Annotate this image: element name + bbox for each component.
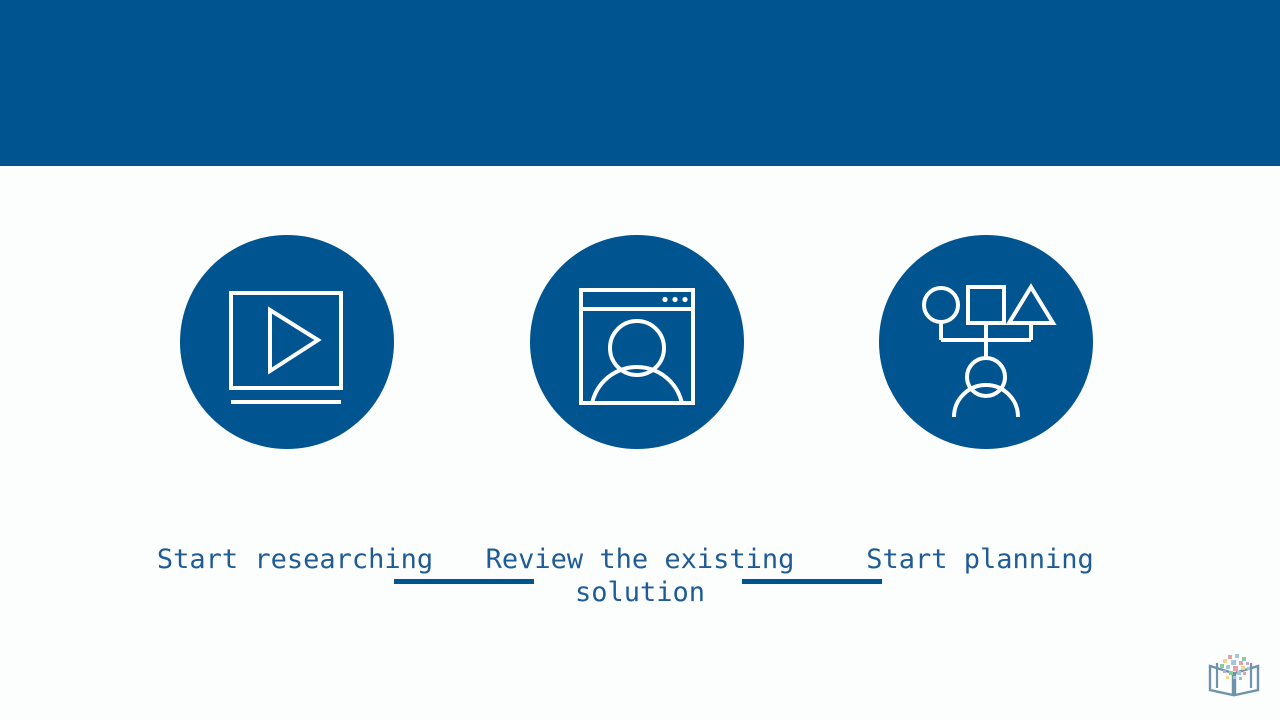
step-3-caption: Start planning: [866, 544, 1094, 575]
window-dots: [662, 296, 688, 303]
caption-row: Start researching Review the existing so…: [0, 543, 1280, 653]
step-2-circle: [530, 235, 744, 449]
org-chart-planning-icon: [922, 283, 1057, 418]
user-avatar-glyph: [590, 319, 684, 403]
step-1-circle: [180, 235, 394, 449]
process-step-3[interactable]: [879, 235, 1093, 449]
process-diagram: [0, 235, 1280, 584]
process-step-2[interactable]: [530, 235, 744, 449]
logo-dots: [1220, 654, 1250, 680]
connector-line-2: [742, 579, 882, 584]
process-step-1[interactable]: [180, 235, 394, 449]
browser-window-user-icon: [579, 288, 695, 405]
top-banner: [0, 0, 1280, 166]
step-1-caption: Start researching: [156, 544, 434, 575]
connector-line-1: [394, 579, 534, 584]
open-book-logo: [1208, 654, 1260, 697]
video-play-screen-icon: [229, 291, 343, 404]
step-2-caption: Review the existing solution: [485, 544, 795, 608]
